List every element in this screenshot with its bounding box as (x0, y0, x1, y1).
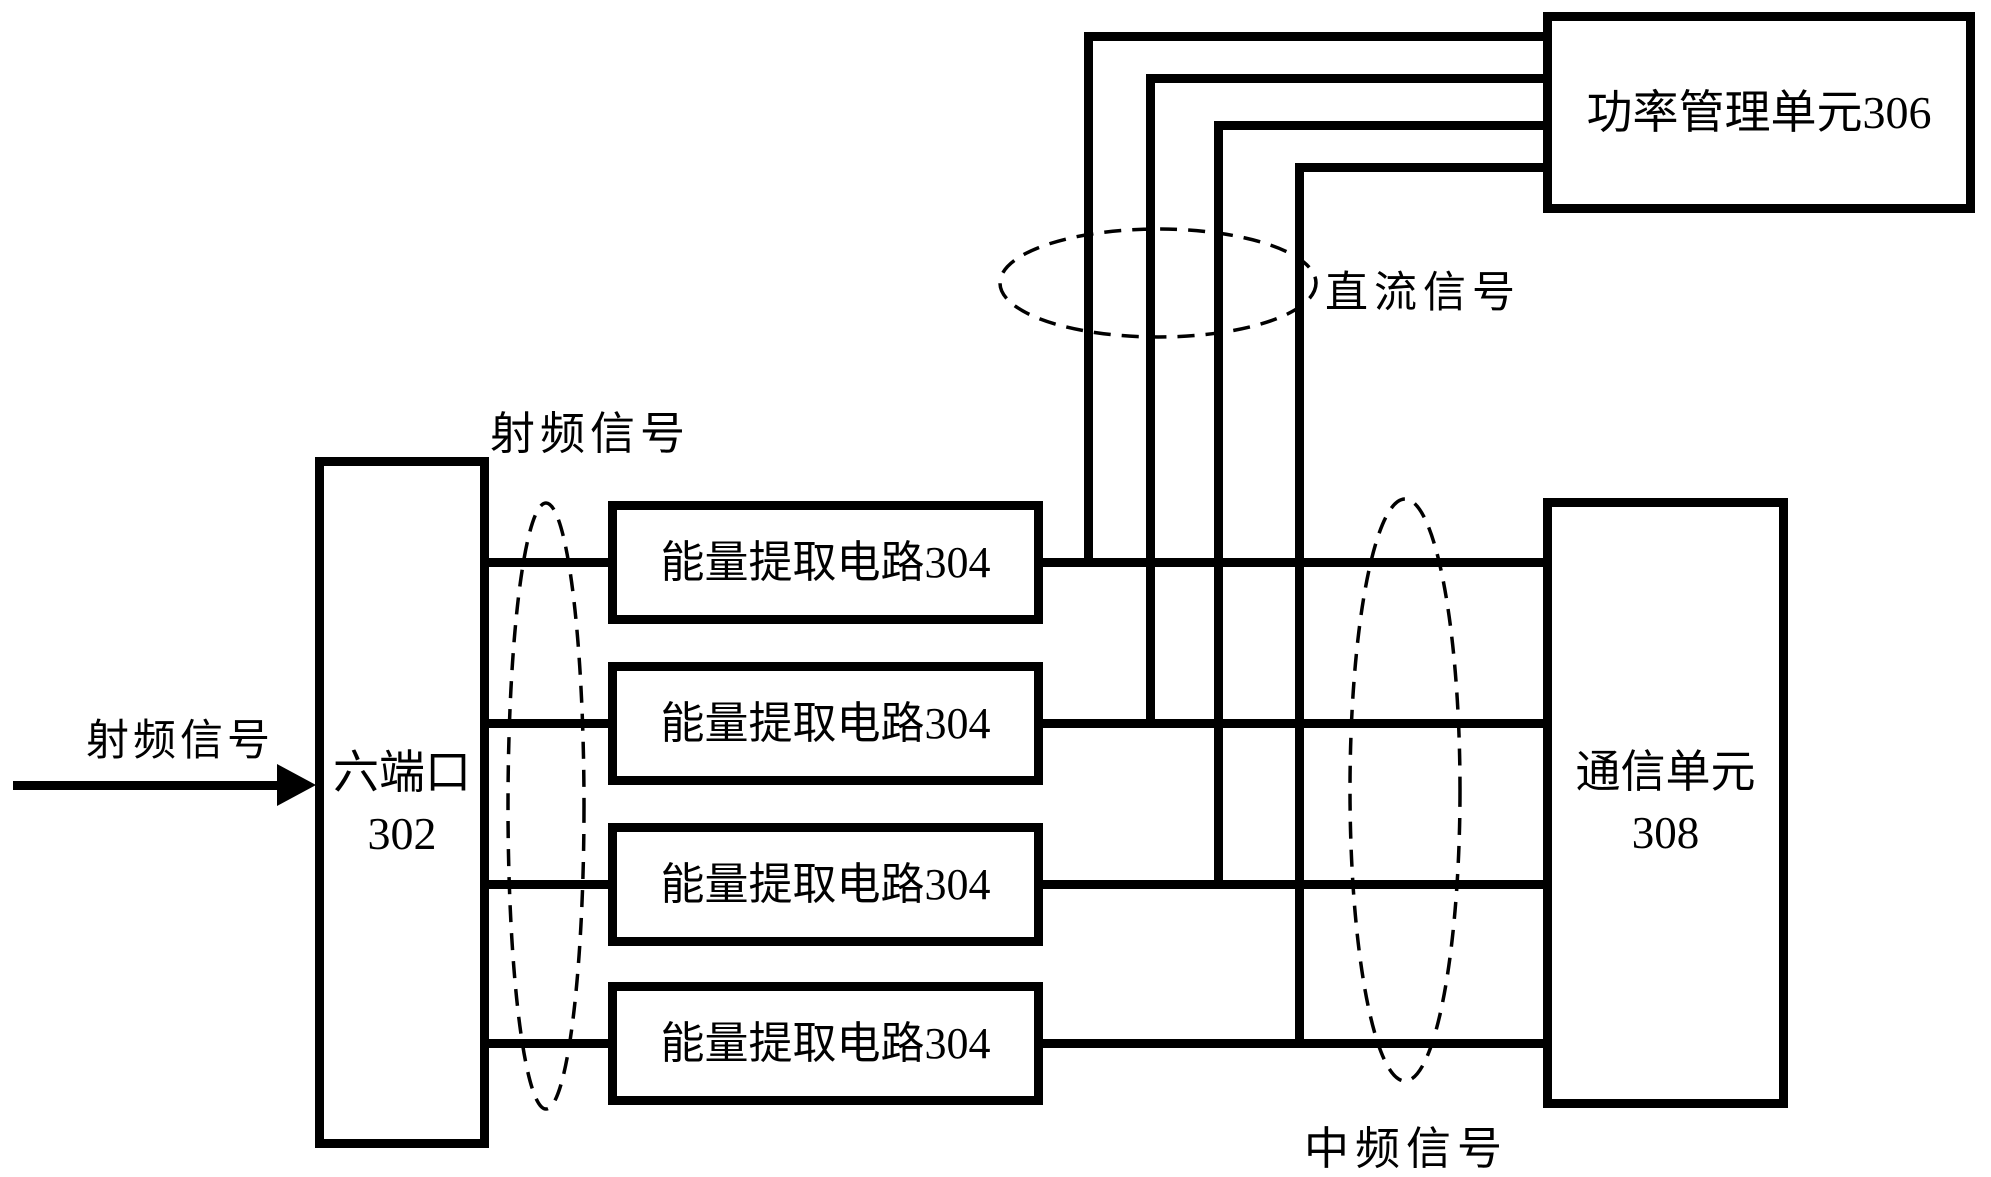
energy-circuit-label: 能量提取电路304 (660, 538, 991, 587)
if-signal-label: 中频信号 (1303, 1124, 1508, 1174)
power-mgmt-box: 功率管理单元306 (1543, 12, 1975, 213)
energy-circuit-label: 能量提取电路304 (660, 699, 991, 748)
six-port-box: 六端口 302 (315, 457, 489, 1148)
six-port-label: 六端口 (333, 746, 471, 798)
wire-sixport-circuit-1 (489, 558, 608, 567)
rf-ports-ellipse (506, 501, 586, 1111)
energy-circuit-box-3: 能量提取电路304 (608, 823, 1043, 946)
rf-input-arrowhead-icon (277, 764, 316, 806)
energy-circuit-box-1: 能量提取电路304 (608, 501, 1043, 624)
wire-dc-4-horizontal (1295, 163, 1543, 172)
wire-dc-1-horizontal (1084, 32, 1543, 41)
wire-dc-3-horizontal (1214, 121, 1543, 130)
dc-signal-label: 直流信号 (1325, 270, 1521, 317)
six-port-ref-number: 302 (367, 807, 437, 859)
rf-input-arrow-shaft (13, 781, 280, 790)
wire-sixport-circuit-4 (489, 1039, 608, 1048)
wire-dc-2-vertical (1146, 74, 1155, 728)
energy-circuit-label: 能量提取电路304 (660, 860, 991, 909)
wire-dc-1-vertical (1084, 32, 1093, 567)
wire-dc-4-vertical (1295, 163, 1304, 1048)
wire-sixport-circuit-2 (489, 719, 608, 728)
wire-dc-2-horizontal (1146, 74, 1543, 83)
wire-sixport-circuit-3 (489, 880, 608, 889)
comm-unit-box: 通信单元 308 (1543, 498, 1788, 1108)
rf-ports-label: 射频信号 (489, 409, 690, 459)
wire-circuit3-comm (1043, 880, 1543, 889)
wire-circuit4-comm (1043, 1039, 1543, 1048)
wire-circuit2-comm (1043, 719, 1543, 728)
wire-dc-3-vertical (1214, 121, 1223, 889)
energy-circuit-label: 能量提取电路304 (660, 1019, 991, 1068)
dc-signal-ellipse (998, 227, 1318, 339)
energy-circuit-box-4: 能量提取电路304 (608, 982, 1043, 1105)
comm-unit-label: 通信单元 (1575, 747, 1756, 797)
if-signal-ellipse (1348, 497, 1462, 1083)
rf-input-label: 射频信号 (86, 718, 274, 765)
comm-unit-ref-number: 308 (1631, 808, 1700, 858)
power-mgmt-label: 功率管理单元306 (1586, 87, 1932, 138)
wire-circuit1-comm (1043, 558, 1543, 567)
energy-circuit-box-2: 能量提取电路304 (608, 662, 1043, 785)
